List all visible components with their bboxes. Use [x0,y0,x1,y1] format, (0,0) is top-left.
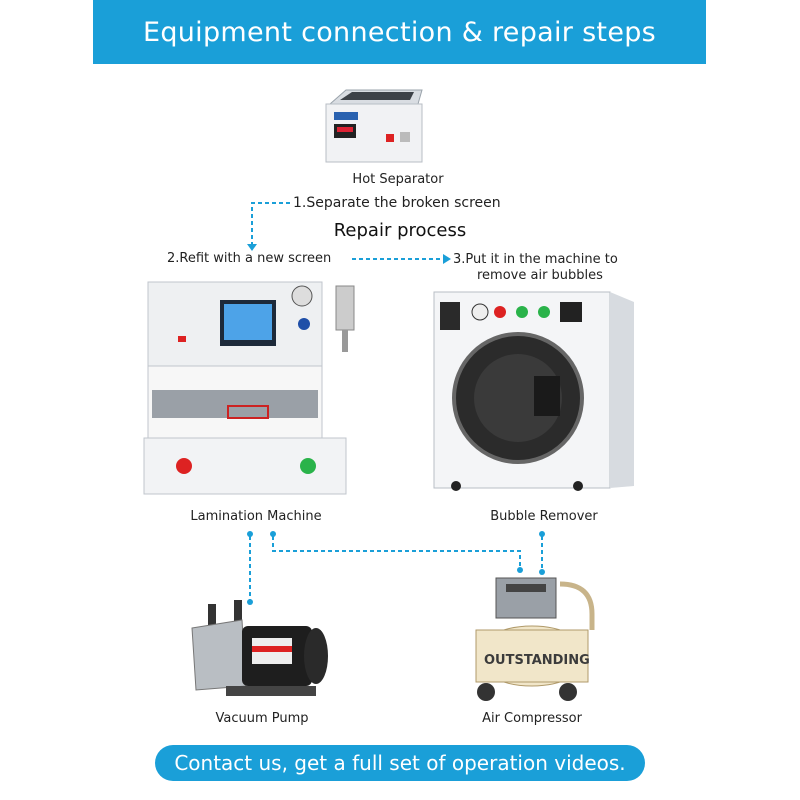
dot-lamination-a [247,531,253,537]
arrow-step2 [247,244,257,251]
contact-text: Contact us, get a full set of operation … [174,751,626,775]
step3-line1: 3.Put it in the machine to [453,252,618,267]
step3-line2: remove air bubbles [477,268,603,283]
vacuum-pump-label: Vacuum Pump [215,711,309,726]
connector-step1 [251,202,290,246]
dot-compressor-b [539,569,545,575]
air-compressor-label: Air Compressor [482,711,582,726]
connector-lamination-compressor [272,536,521,568]
step1-label: 1.Separate the broken screen [293,195,501,211]
step2-label: 2.Refit with a new screen [167,251,332,266]
bubble-remover-label: Bubble Remover [490,509,598,524]
step3-label: 3.Put it in the machine to remove air bu… [453,252,618,284]
bubble-remover-image [433,291,634,491]
process-title: Repair process [333,220,467,241]
air-compressor-image: OUTSTANDING [475,577,595,701]
header-title: Equipment connection & repair steps [142,16,657,48]
lamination-machine-image [143,281,355,495]
dot-lamination-b [270,531,276,537]
vacuum-pump-image [191,600,328,696]
contact-banner[interactable]: Contact us, get a full set of operation … [155,745,645,781]
hot-separator-image [325,89,423,163]
hot-separator-label: Hot Separator [352,172,444,187]
dot-compressor-a [517,567,523,573]
lamination-machine-label: Lamination Machine [190,509,322,524]
header-banner: Equipment connection & repair steps [93,0,706,64]
dot-vacuum [247,599,253,605]
svg-text:OUTSTANDING: OUTSTANDING [484,653,590,668]
arrow-step3 [443,254,451,264]
dot-bubble-top [539,531,545,537]
